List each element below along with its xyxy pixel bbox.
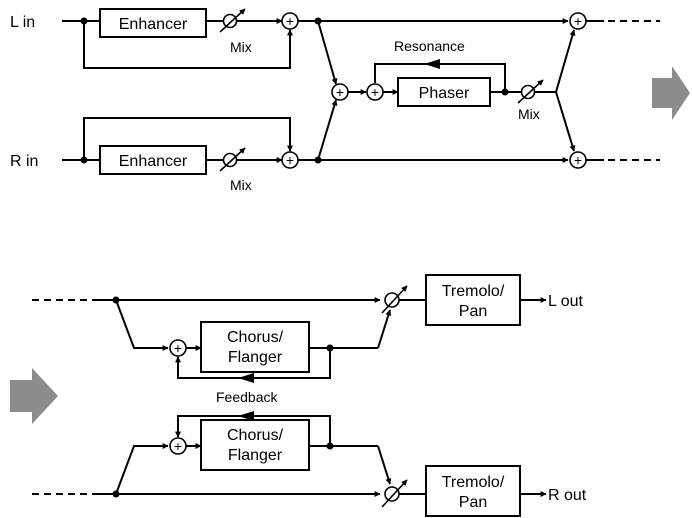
chorus-1-line1: Chorus/ bbox=[227, 329, 284, 346]
tremolo-pan-1-box bbox=[425, 274, 521, 326]
mix-l-arrow bbox=[219, 8, 246, 33]
continue-left-arrow-icon bbox=[10, 368, 58, 424]
br-feedback-arrow-icon bbox=[238, 411, 254, 421]
mix-phaser-arrow bbox=[517, 79, 544, 104]
phaser-to-r-out bbox=[555, 91, 576, 152]
enhancer-l-label: Enhancer bbox=[119, 16, 188, 33]
bl-sum-plus: + bbox=[174, 340, 182, 356]
sum-l-plus: + bbox=[286, 13, 294, 29]
sum-l-out-plus: + bbox=[574, 13, 582, 29]
br-mix-arrow bbox=[381, 479, 408, 508]
tremolo-pan-2-box bbox=[425, 465, 521, 517]
bl-mix-knob-icon bbox=[384, 292, 400, 308]
l-out-label: L out bbox=[548, 293, 584, 310]
r-in-label: R in bbox=[10, 153, 38, 170]
enhancer-l-box bbox=[99, 8, 207, 38]
sum-r-out-plus: + bbox=[574, 152, 582, 168]
l-to-phaser-sum bbox=[317, 20, 338, 85]
resonance-arrow-icon bbox=[424, 59, 440, 69]
mix-l-label: Mix bbox=[230, 39, 252, 55]
br-mix-knob-icon bbox=[384, 486, 400, 502]
tremolo-1-line2: Pan bbox=[459, 303, 487, 320]
r-out-label: R out bbox=[548, 487, 587, 504]
bl-mix-arrow bbox=[381, 285, 408, 314]
enhancer-r-box bbox=[99, 145, 207, 175]
sum-r-plus: + bbox=[286, 152, 294, 168]
r-to-phaser-sum bbox=[317, 99, 338, 161]
resonance-sum-plus: + bbox=[371, 84, 379, 100]
phaser-to-l-out bbox=[555, 29, 576, 93]
chorus-flanger-1-box bbox=[200, 321, 310, 373]
l-dry-path bbox=[83, 21, 293, 69]
continue-right-arrow-icon bbox=[652, 66, 690, 120]
mix-r-arrow bbox=[219, 147, 246, 172]
bl-wet-to-mix bbox=[377, 309, 392, 349]
tremolo-2-line2: Pan bbox=[459, 494, 487, 511]
tremolo-1-line1: Tremolo/ bbox=[442, 283, 505, 300]
phaser-input-sum-plus: + bbox=[336, 84, 344, 100]
chorus-1-line2: Flanger bbox=[228, 349, 283, 366]
mix-r-knob-icon bbox=[222, 152, 238, 168]
bl-to-sum bbox=[115, 299, 169, 351]
l-in-label: L in bbox=[10, 14, 35, 31]
r-dry-path bbox=[83, 117, 293, 160]
phaser-label: Phaser bbox=[419, 85, 470, 102]
resonance-label: Resonance bbox=[394, 38, 465, 54]
mix-l-knob-icon bbox=[222, 13, 238, 29]
br-wet-to-mix bbox=[377, 445, 392, 485]
chorus-2-line1: Chorus/ bbox=[227, 427, 284, 444]
enhancer-r-label: Enhancer bbox=[119, 153, 188, 170]
br-sum-plus: + bbox=[174, 438, 182, 454]
feedback-label: Feedback bbox=[216, 389, 278, 405]
mix-phaser-label: Mix bbox=[518, 106, 540, 122]
chorus-2-line2: Flanger bbox=[228, 447, 283, 464]
bottom-section: + Chorus/ Flanger Tremolo/ Pan L out Fee… bbox=[32, 274, 587, 517]
mix-phaser-knob-icon bbox=[520, 84, 536, 100]
tremolo-2-line1: Tremolo/ bbox=[442, 474, 505, 491]
bl-feedback-arrow-icon bbox=[238, 373, 254, 383]
mix-r-label: Mix bbox=[230, 177, 252, 193]
chorus-flanger-2-box bbox=[200, 419, 310, 471]
top-section: L in Enhancer Mix + + R in Enhancer Mix … bbox=[10, 8, 660, 193]
br-to-sum bbox=[115, 443, 169, 495]
